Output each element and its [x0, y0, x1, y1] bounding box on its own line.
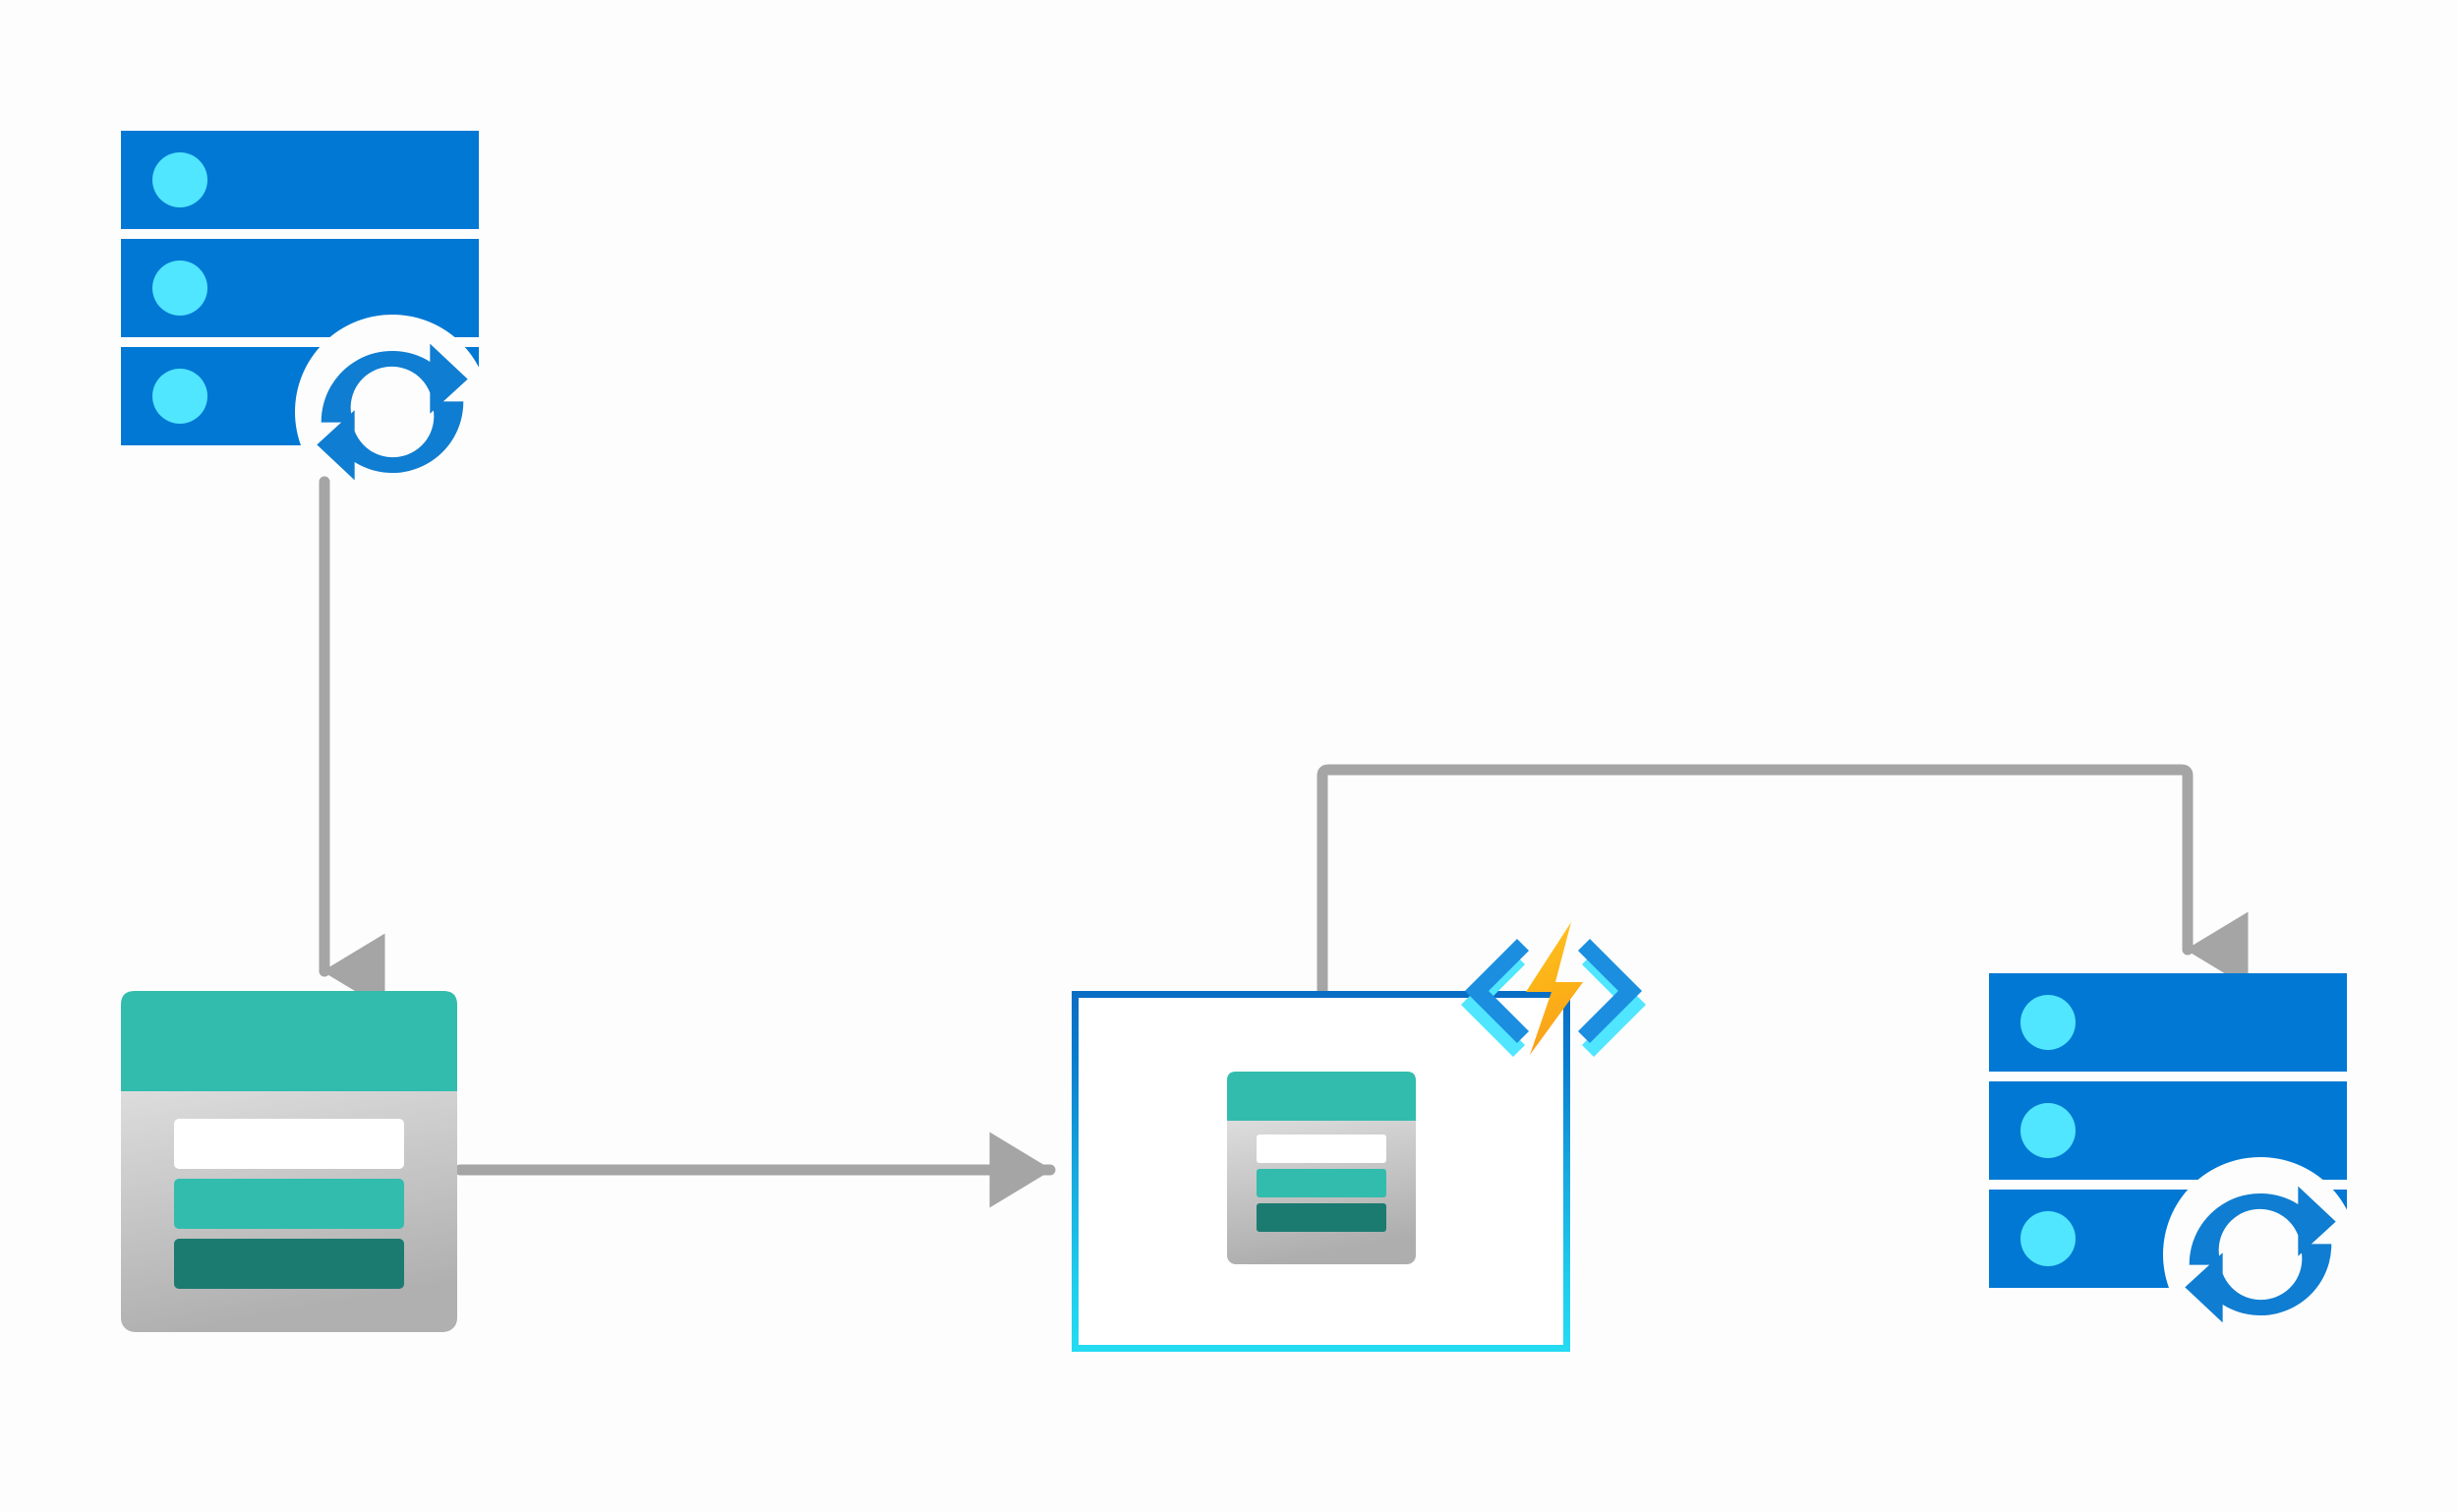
- server-status-dot: [152, 369, 207, 424]
- source-storage-account-icon[interactable]: [121, 991, 457, 1332]
- server-status-dot: [2020, 1103, 2076, 1158]
- server-status-dot: [2020, 995, 2076, 1050]
- storage-header: [121, 991, 457, 1091]
- server-status-dot: [152, 152, 207, 207]
- connector-function-app-to-target-server: [1317, 764, 2249, 1001]
- storage-row-dark-teal: [1257, 1203, 1386, 1232]
- storage-row-dark-teal: [174, 1239, 404, 1289]
- storage-row-white: [1257, 1134, 1386, 1163]
- functions-bolt-icon: [1526, 922, 1583, 1055]
- storage-row-teal: [1257, 1169, 1386, 1197]
- connector-layer: [319, 476, 2249, 1208]
- sync-badge-icon: [317, 343, 468, 481]
- storage-row-white: [174, 1119, 404, 1169]
- functions-right-bracket-icon: [1577, 938, 1647, 1058]
- source-database-server-icon[interactable]: [121, 131, 479, 481]
- functions-left-bracket-icon: [1460, 938, 1530, 1058]
- azure-functions-icon[interactable]: [1460, 922, 1647, 1058]
- storage-header: [1227, 1072, 1416, 1121]
- storage-row-teal: [174, 1179, 404, 1229]
- function-app-container[interactable]: [1072, 991, 1570, 1352]
- server-status-dot: [2020, 1211, 2076, 1266]
- sync-badge-icon: [2185, 1186, 2336, 1323]
- server-status-dot: [152, 261, 207, 316]
- target-database-server-icon[interactable]: [1989, 973, 2347, 1323]
- function-app-storage-icon: [1227, 1072, 1416, 1264]
